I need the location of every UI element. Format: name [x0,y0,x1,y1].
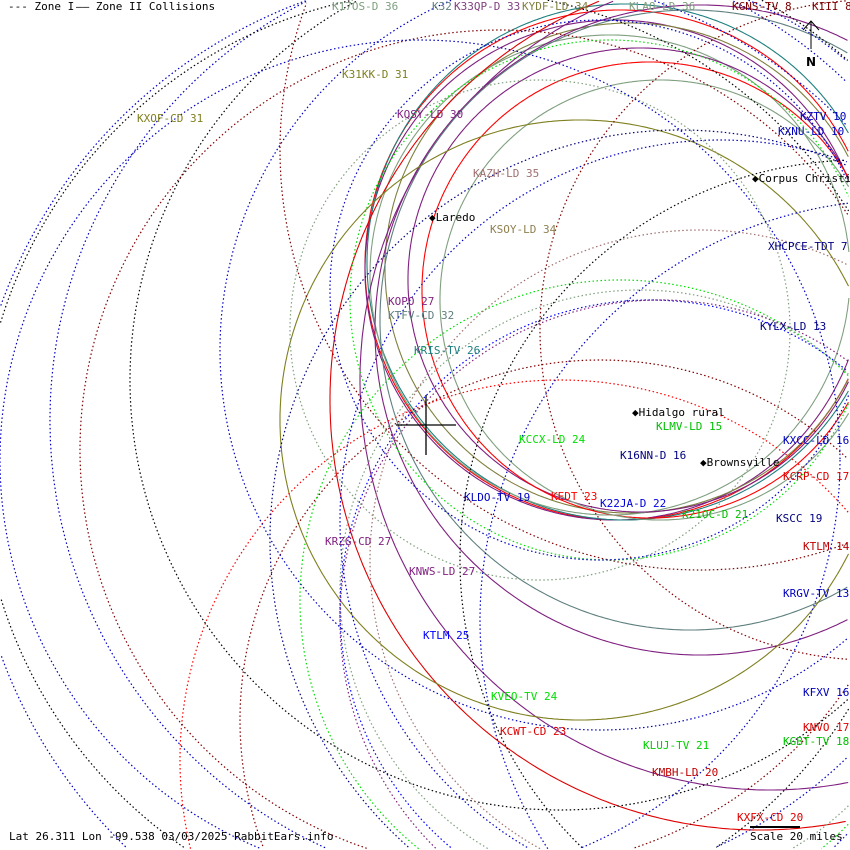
station-label[interactable]: KAZH-LD 35 [473,167,540,180]
coverage-contour [384,22,849,514]
city-name: Corpus Christi [758,172,850,185]
coverage-contour [79,29,849,849]
station-label[interactable]: KVEO-TV 24 [491,690,558,703]
coverage-contour [219,0,848,731]
coverage-contour [339,299,848,848]
station-label[interactable]: K33QP-D 33 [454,0,521,13]
coverage-contour [49,0,847,849]
coverage-contour [374,4,848,656]
station-label[interactable]: KXFX-CD 20 [737,811,804,824]
station-label[interactable]: KYDF-LD 34 [522,0,589,13]
station-label[interactable]: KGBT-TV 18 [783,735,850,748]
station-label[interactable]: KRIS-TV 26 [414,344,481,357]
coverage-contour [179,379,850,849]
station-label[interactable]: KFXV 16 [803,686,850,699]
legend-zone1: --- Zone I [8,0,75,13]
coverage-contour [329,19,850,561]
coverage-contour [0,39,841,849]
station-label[interactable]: K17OS-D 36 [332,0,399,13]
station-label[interactable]: KCRP-CD 17 [783,470,850,483]
station-label[interactable]: KNWS-LD 27 [409,565,476,578]
city-corpus-christi: ◆Corpus Christi [752,172,850,185]
station-label[interactable]: KCCX-LD 24 [519,433,586,446]
city-name: Brownsville [706,456,780,469]
station-label[interactable]: KSCC 19 [776,512,823,525]
station-label[interactable]: K21OC-D 21 [682,508,749,521]
station-label[interactable]: KCWT-CD 23 [500,725,567,738]
station-label[interactable]: KXCC-LD 16 [783,434,850,447]
coverage-contour [421,61,849,519]
station-label[interactable]: KRGV-TV 13 [783,587,850,600]
station-label[interactable]: KRZG-CD 27 [325,535,392,548]
station-label[interactable]: KLUJ-TV 21 [643,739,710,752]
station-label[interactable]: KEDT 23 [551,490,598,503]
coverage-contour [239,359,849,847]
city-hidalgo: ◆Hidalgo rural [632,406,725,419]
city-brownsville: ◆Brownsville [700,456,780,469]
station-label[interactable]: KGNS-TV 8 [732,0,792,13]
station-label[interactable]: KZTV 10 [800,110,847,123]
station-label[interactable]: KTLM 25 [423,629,470,642]
station-label[interactable]: KQSY-LD 30 [397,108,464,121]
coverage-contour [269,129,848,848]
coverage-contour [339,289,849,850]
north-arrow-icon [802,20,820,49]
station-label[interactable]: KXOF-CD 31 [137,112,204,125]
footer-status: Lat 26.311 Lon -99.538 03/03/2025 Rabbit… [9,830,334,843]
coverage-contour [329,0,846,831]
scale-label: Scale 20 miles [750,830,843,843]
coverage-contour [369,34,850,516]
station-label[interactable]: KLAO-LD 36 [629,0,696,13]
coverage-contour [379,9,848,631]
compass: N [802,20,820,69]
coverage-contour [366,3,849,521]
station-label[interactable]: XHCPCE-TDT 7 [768,240,848,253]
coverage-contour [289,79,791,581]
coverage-contour [539,0,848,660]
coverage-contour [299,279,849,850]
coverage-contour [479,202,849,850]
coverage-contour [407,47,849,513]
station-label[interactable]: KTLM 14 [803,540,850,553]
coverage-contour [129,0,849,811]
station-label[interactable]: KSOY-LD 34 [490,223,557,236]
station-label[interactable]: K31KK-D 31 [342,68,409,81]
compass-label: N [805,55,817,69]
station-label[interactable]: KLMV-LD 15 [656,420,723,433]
station-label[interactable]: K32 [432,0,452,13]
coverage-contour [339,139,848,848]
scale-bar [750,826,800,828]
station-label[interactable]: KIII 8 [812,0,850,13]
station-label[interactable]: K22JA-D 22 [600,497,667,510]
station-label[interactable]: K16NN-D 16 [620,449,687,462]
station-label[interactable]: KNVO 17 [803,721,850,734]
coverage-contour [349,39,849,561]
legend-zone2: —— Zone II Collisions [76,0,216,13]
station-label[interactable]: KYLX-LD 13 [760,320,827,333]
station-label[interactable]: KLDO-TV 19 [464,491,531,504]
station-label[interactable]: KTFV-CD 32 [388,309,455,322]
station-label[interactable]: KOPO 27 [388,295,435,308]
city-name: Hidalgo rural [638,406,725,419]
city-laredo: ◆Laredo [429,211,476,224]
coverage-contour [279,119,849,721]
coverage-contour [364,19,849,521]
station-label[interactable]: KXNU-LD 10 [778,125,845,138]
station-label[interactable]: KMBH-LD 20 [652,766,719,779]
city-name: Laredo [435,211,476,224]
coverage-contour [439,79,850,521]
